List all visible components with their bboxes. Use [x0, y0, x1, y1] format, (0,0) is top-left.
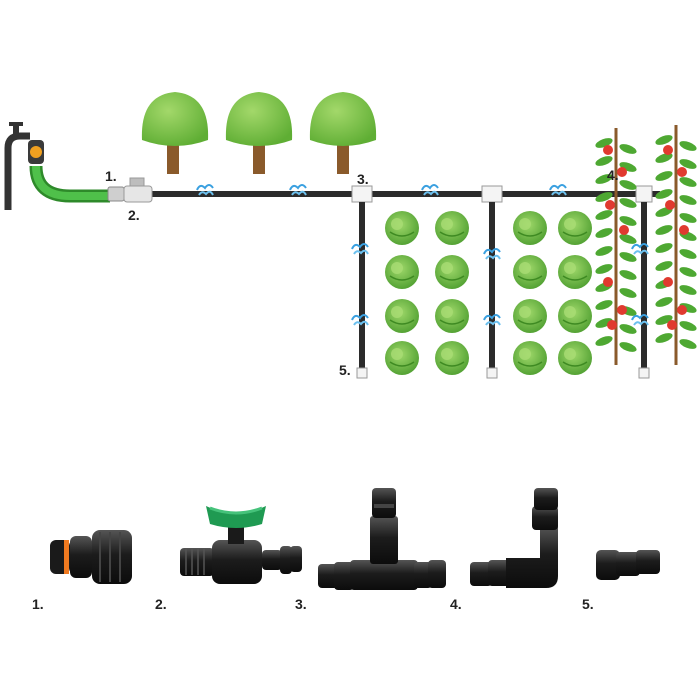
end-plug-icon [596, 550, 660, 580]
tomato-icon [619, 225, 629, 235]
water-drop-icon [351, 314, 369, 326]
elbow-connector-icon [470, 488, 558, 588]
lettuce-icon [435, 211, 469, 245]
lettuce-icon [513, 255, 547, 289]
water-drop-icon [421, 184, 439, 196]
end-plug-mini-1 [356, 367, 368, 379]
water-drop-icon [631, 314, 649, 326]
lettuce-icon [558, 211, 592, 245]
water-drop-icon [549, 184, 567, 196]
tomato-icon [617, 305, 627, 315]
hose-connector-mini [107, 186, 125, 202]
ball-valve-icon [180, 506, 302, 584]
tomato-icon [617, 167, 627, 177]
water-drop-icon [289, 184, 307, 196]
tomato-icon [663, 145, 673, 155]
tomato-plants [595, 125, 697, 365]
tomato-icon [679, 225, 689, 235]
water-drop-icon [631, 243, 649, 255]
lettuce-icon [513, 341, 547, 375]
tomato-leaf [655, 261, 697, 277]
tomato-leaf [595, 318, 637, 334]
tomato-leaf [595, 156, 637, 172]
tomato-leaf [655, 333, 697, 349]
water-drop-icon [351, 243, 369, 255]
tomato-leaf [655, 315, 697, 331]
tomato-leaf [655, 153, 697, 169]
end-plug-mini-2 [486, 367, 498, 379]
ball-valve-mini [123, 177, 153, 203]
lettuce-bed [385, 211, 592, 375]
garden-hose [29, 165, 110, 203]
tomato-leaf [595, 228, 637, 244]
water-drop-icon [483, 248, 501, 260]
tomato-leaf [595, 246, 637, 262]
tomato-icon [677, 305, 687, 315]
tomato-leaf [595, 174, 637, 190]
tree-2 [225, 92, 293, 174]
label-1-top: 1. [105, 168, 117, 184]
lettuce-icon [385, 211, 419, 245]
tomato-leaf [595, 336, 637, 352]
lettuce-icon [435, 341, 469, 375]
tee-connector-icon [318, 488, 446, 590]
tomato-icon [667, 320, 677, 330]
tomato-leaf [655, 243, 697, 259]
lettuce-icon [435, 255, 469, 289]
water-drop-icon [483, 314, 501, 326]
tomato-icon [603, 145, 613, 155]
water-drop-icon [196, 184, 214, 196]
lettuce-icon [385, 255, 419, 289]
elbow-junction [635, 185, 653, 203]
lettuce-icon [385, 341, 419, 375]
lettuce-icon [385, 299, 419, 333]
tree-3 [309, 92, 377, 174]
tomato-icon [603, 277, 613, 287]
lettuce-icon [513, 299, 547, 333]
tomato-leaf [655, 189, 697, 205]
tomato-icon [677, 167, 687, 177]
lettuce-icon [435, 299, 469, 333]
tomato-leaf [595, 210, 637, 226]
lettuce-icon [558, 341, 592, 375]
label-2-part: 2. [155, 596, 167, 612]
lettuce-icon [558, 255, 592, 289]
label-2-top: 2. [128, 207, 140, 223]
end-plug-mini-3 [638, 367, 650, 379]
tomato-leaf [595, 264, 637, 280]
tomato-leaf [655, 171, 697, 187]
lettuce-icon [513, 211, 547, 245]
label-3-part: 3. [295, 596, 307, 612]
label-4-top: 4. [607, 167, 619, 183]
label-4-part: 4. [450, 596, 462, 612]
tomato-icon [665, 200, 675, 210]
water-drops [196, 184, 649, 326]
label-1-part: 1. [32, 596, 44, 612]
tomato-leaf [595, 138, 637, 154]
tomato-leaf [595, 192, 637, 208]
tomato-icon [663, 277, 673, 287]
tomato-icon [607, 320, 617, 330]
label-3-top: 3. [357, 171, 369, 187]
tee-junction-1 [351, 185, 373, 203]
label-5-top: 5. [339, 362, 351, 378]
tree-1 [141, 92, 209, 174]
hose-connector-icon [50, 530, 132, 584]
tomato-icon [605, 200, 615, 210]
faucet-icon [4, 122, 44, 210]
tomato-leaf [655, 135, 697, 151]
tee-junction-2 [481, 185, 503, 203]
lettuce-icon [558, 299, 592, 333]
label-5-part: 5. [582, 596, 594, 612]
